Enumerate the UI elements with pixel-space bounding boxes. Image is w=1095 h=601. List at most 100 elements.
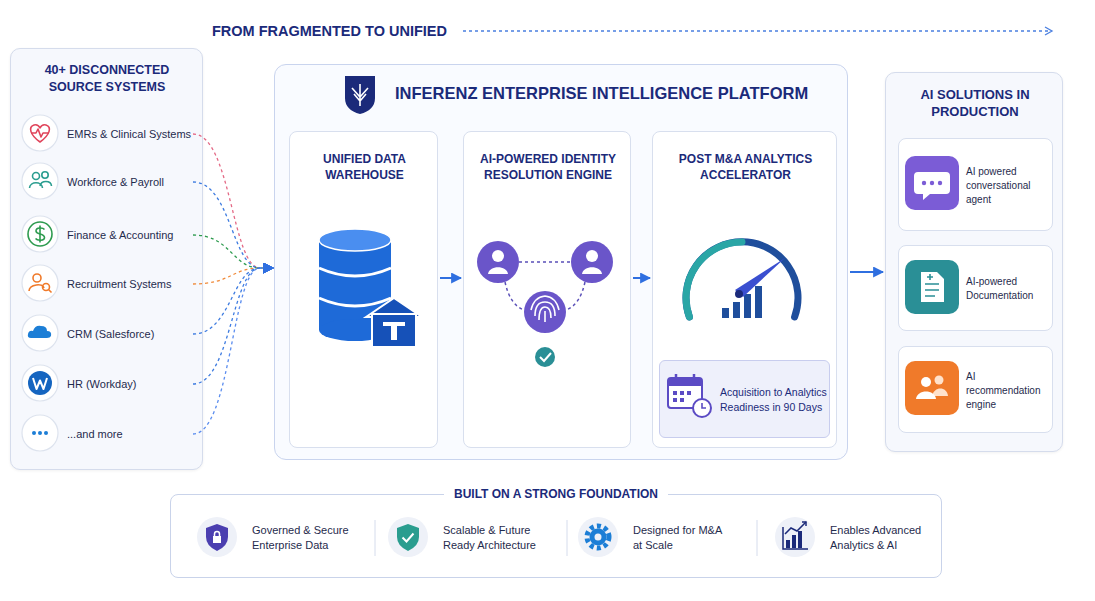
document-icon-part [905,260,959,314]
recruit-icon-part [43,284,50,291]
connector-arrow [193,268,273,334]
foundation-label: Designed for M&A at Scale [633,523,731,553]
section-heading: UNIFIED DATA WAREHOUSE [296,151,433,183]
icon-circle-part [22,265,58,301]
people-icon [30,172,52,188]
connector-arrow [193,268,273,434]
gauge-illustration-part [735,258,785,297]
foundation-band: BUILT ON A STRONG FOUNDATIONGoverned & S… [170,494,942,578]
connector-arrow [193,182,273,268]
shield-check-icon-part [403,534,414,542]
diagram-title: FROM FRAGMENTED TO UNIFIED [212,22,447,40]
system-label: EMRs & Clinical Systems [67,127,207,141]
dollar-icon-part [39,226,41,243]
recruit-icon-part [29,285,44,291]
calendar-clock-icon-part [676,374,694,381]
foundation-icon-circle-part [388,517,428,557]
calendar-clock-icon [668,374,711,417]
people-icon-part [42,172,48,178]
system-label: HR (Workday) [67,377,207,391]
source-system: Recruitment Systems [21,266,193,302]
connector-arrow [193,268,273,284]
callout-box: Acquisition to Analytics Readiness in 90… [659,360,830,438]
chart-icon-part [798,531,802,548]
callout-text: Acquisition to Analytics Readiness in 90… [720,385,828,415]
foundation-item: Governed & Secure Enterprise Data [196,516,366,560]
gauge-illustration-part [733,302,740,318]
icon-circle-part [22,115,58,151]
calendar-clock-icon-part [668,378,702,386]
chart-icon [783,522,808,549]
more-dots-icon-part [44,431,48,435]
chart-icon-part [802,522,806,526]
cloud-icon [28,326,51,338]
foundation-icon-circle-part [197,517,237,557]
gauge-illustration-part [722,308,729,318]
platform-logo-part [345,76,375,114]
calendar-clock-icon-part [673,391,677,395]
heart-pulse-icon-part [31,125,50,142]
database-illustration-part [366,298,422,317]
document-icon [905,260,959,314]
connector-arrow [850,271,883,273]
connector-arrow [193,268,273,384]
foundation-item: Designed for M&A at Scale [577,516,747,560]
foundation-item: Enables Advanced Analytics & AI [774,516,934,560]
solution-label: AI recommendation engine [966,370,1052,412]
more-dots-icon-part [38,431,42,435]
foundation-icon-circle [197,517,815,557]
chart-icon-part [786,540,790,548]
foundation-label: Governed & Secure Enterprise Data [252,523,364,553]
identity-illustration-part [492,250,504,262]
icon-circle [22,115,58,451]
connector-arrow [193,235,273,268]
platform-logo-part [352,84,368,106]
database-illustration-part [383,322,405,326]
gauge-illustration-part [755,286,762,318]
solution-card: AI recommendation engine [898,346,1053,433]
shield-lock-icon-part [215,532,220,537]
solution-label: AI-powered Documentation [966,275,1052,303]
people-recommend-icon-part [921,377,931,387]
more-dots-icon [32,431,48,435]
source-system: Finance & Accounting [21,217,193,253]
identity-illustration-part [505,262,585,310]
identity-illustration-part [535,347,555,367]
solution-card: AI powered conversational agent [898,138,1053,231]
recruit-icon [29,274,52,293]
identity-illustration-part [524,291,566,333]
gauge-illustration [686,242,798,318]
gauge-illustration-part [686,242,742,317]
identity-illustration [477,241,613,367]
identity-illustration-part [540,353,551,361]
foundation-separator-part [375,520,376,556]
icon-circle-part [22,365,58,401]
icon-circle-part [22,163,58,199]
gear-icon-part [595,534,602,541]
recruit-icon-part [49,290,52,293]
module-card: POST M&A ANALYTICS ACCELERATORAcquisitio… [652,131,837,448]
chart-icon-part [783,527,808,549]
gauge-illustration-part [735,290,743,298]
platform-box: INFERENZ ENTERPRISE INTELLIGENCE PLATFOR… [274,64,848,460]
identity-illustration-part [571,241,613,283]
title-arrow [463,27,1052,35]
identity-illustration-part [531,296,559,322]
section-heading: 40+ DISCONNECTED SOURCE SYSTEMS [22,62,192,95]
calendar-clock-icon-part [693,399,711,417]
icon-circle-part [22,415,58,451]
source-panel: 40+ DISCONNECTED SOURCE SYSTEMSEMRs & Cl… [10,48,203,470]
gear-icon-part [587,526,609,548]
shield-lock-icon-part [206,524,228,551]
identity-illustration-part [477,241,519,283]
people-recommend-icon-part [905,361,959,415]
people-recommend-icon [905,361,959,415]
identity-illustration-part [488,267,508,274]
database-illustration-part [319,268,391,306]
people-recommend-icon-part [916,392,936,400]
platform-logo [345,76,375,114]
calendar-clock-icon-part [687,391,691,395]
database-illustration-part [319,240,391,330]
